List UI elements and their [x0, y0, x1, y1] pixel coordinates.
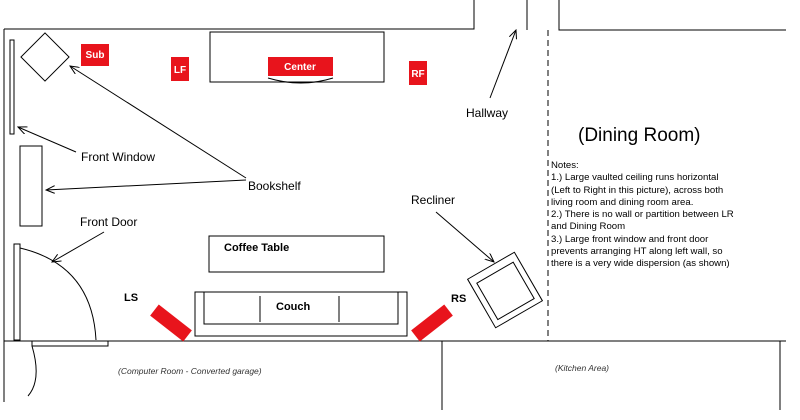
hallway-arrow: [489, 30, 516, 99]
couch-label: Couch: [276, 301, 311, 313]
center-label: Center: [284, 62, 316, 73]
front-door-label: Front Door: [80, 215, 137, 229]
note-line: 2.) There is no wall or partition betwee…: [551, 209, 734, 221]
rs-speaker: [411, 304, 453, 342]
couch: [194, 291, 408, 337]
computer-room-label: (Computer Room - Converted garage): [118, 366, 262, 376]
bookshelf-label: Bookshelf: [248, 179, 301, 193]
note-line: and Dining Room: [551, 221, 626, 233]
top-wall: [4, 0, 475, 30]
front-window: [9, 39, 15, 135]
sub-label: Sub: [86, 50, 105, 61]
note-line: prevents arranging HT along left wall, s…: [551, 246, 723, 258]
note-line: 1.) Large vaulted ceiling runs horizonta…: [551, 172, 719, 184]
recliner-arrow: [435, 211, 494, 262]
notes-heading: Notes:: [551, 160, 579, 171]
note-line: there is a very wide dispersion (as show…: [551, 258, 730, 270]
front-door: [13, 243, 97, 341]
bookshelf-corner: [20, 32, 70, 82]
note-line: 3.) Large front window and front door: [551, 233, 709, 245]
bookshelf-wall: [19, 145, 43, 227]
computer-room-door: [27, 340, 109, 397]
front-window-label: Front Window: [81, 150, 155, 164]
lf-label: LF: [174, 65, 186, 76]
annotation-arrows: [18, 30, 516, 262]
rs-label: RS: [451, 293, 466, 305]
bookshelf-arrow-wall: [46, 179, 247, 190]
note-line: living room and dining room area.: [551, 196, 694, 208]
dining-room-label: (Dining Room): [578, 125, 700, 146]
tv-screen-curve: [267, 77, 334, 84]
hallway-label: Hallway: [466, 106, 508, 120]
notes-block: Notes: 1.) Large vaulted ceiling runs ho…: [551, 160, 773, 271]
bookshelf-arrow-corner: [70, 66, 247, 179]
rf-label: RF: [411, 69, 424, 80]
recliner-label: Recliner: [411, 193, 455, 207]
ls-speaker: [150, 304, 192, 342]
lf-speaker: LF: [171, 57, 189, 81]
recliner: [466, 251, 544, 329]
kitchen-area-label: (Kitchen Area): [555, 363, 609, 373]
dining-wall-top: [558, 0, 786, 31]
center-speaker: Center: [268, 57, 333, 76]
rf-speaker: RF: [409, 61, 427, 85]
front-door-arrow: [52, 231, 105, 262]
coffee-table: [208, 235, 385, 273]
coffee-table-label: Coffee Table: [224, 242, 289, 254]
front-window-arrow: [18, 127, 77, 153]
sub-speaker: Sub: [81, 44, 109, 66]
note-line: (Left to Right in this picture), across …: [551, 184, 724, 196]
walls: [3, 0, 786, 410]
ls-label: LS: [124, 292, 138, 304]
